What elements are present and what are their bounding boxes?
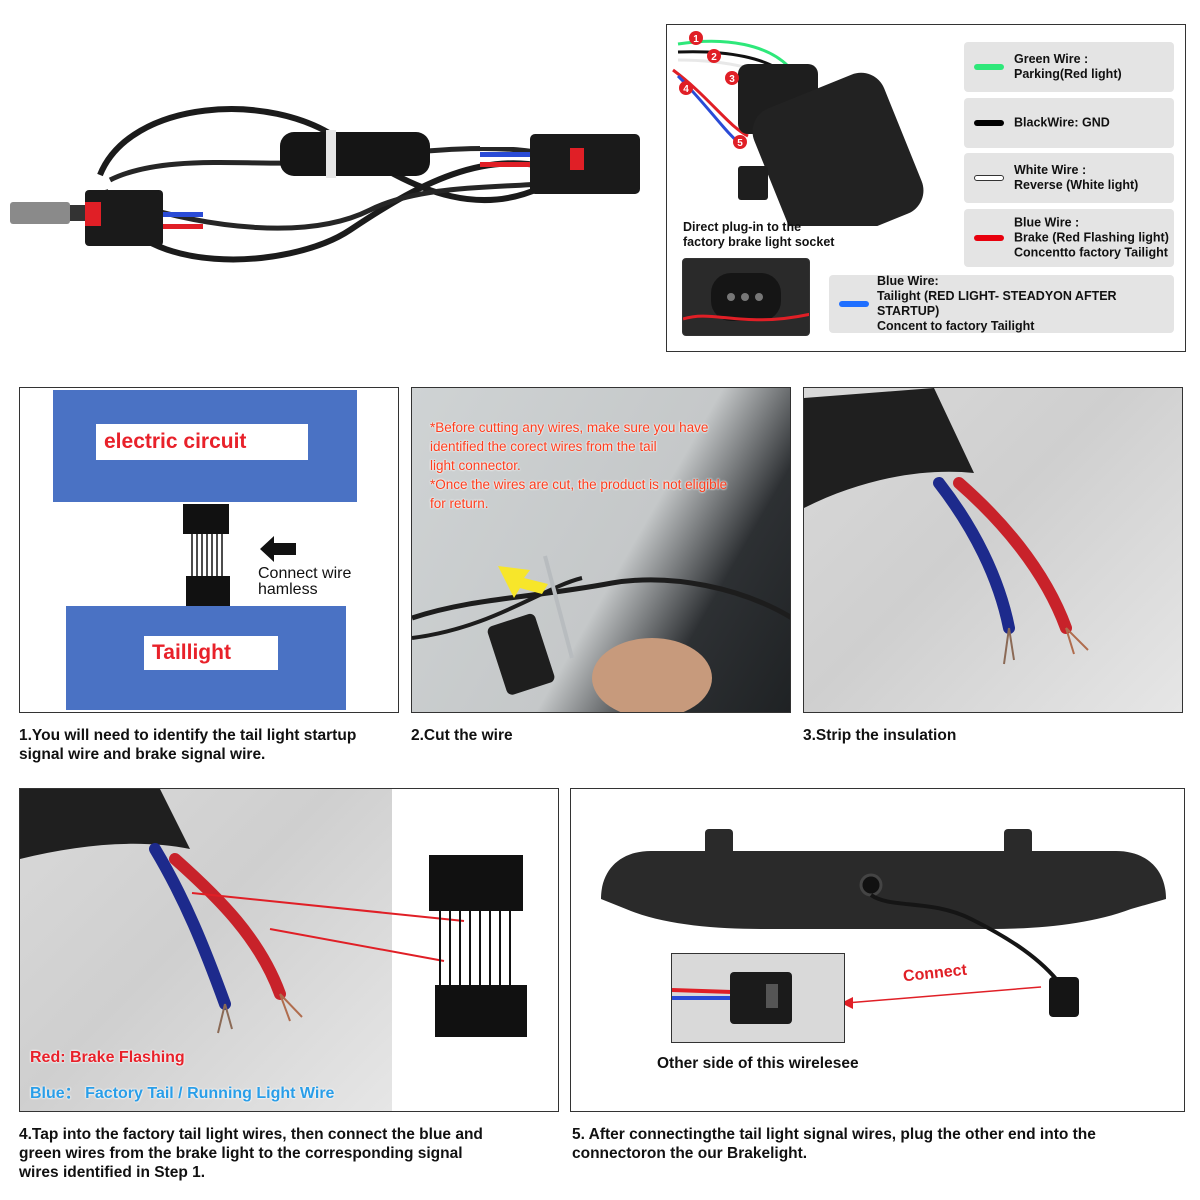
- step1-panel: electric circuit Connect wire hamless Ta…: [19, 387, 399, 713]
- step4-panel: Red: Brake Flashing Blue： Factory Tail /…: [19, 788, 559, 1112]
- step2-caption: 2.Cut the wire: [411, 727, 513, 744]
- wire-number-markers: 1 2 3 4 5: [679, 31, 747, 149]
- red-wire-swatch: [974, 235, 1004, 241]
- legend-item-blue: Blue Wire:Tailight (RED LIGHT- STEADYON …: [829, 274, 1174, 333]
- connect-wire-label: Connect wire hamless: [258, 565, 352, 598]
- other-side-photo: [671, 953, 845, 1043]
- connector-icon: [183, 504, 230, 608]
- socket-photo: [682, 258, 810, 336]
- step3-photo: [803, 387, 1183, 713]
- other-side-label: Other side of this wirelesee: [657, 1055, 859, 1072]
- wire-harness-image: [10, 106, 640, 263]
- red-wire-label: Red: Brake Flashing: [30, 1049, 185, 1066]
- circuit-label: electric circuit: [96, 424, 308, 460]
- legend-item-green: Green Wire :Parking(Red light): [964, 42, 1174, 92]
- cut-warning: *Before cutting any wires, make sure you…: [430, 420, 728, 511]
- step3-caption: 3.Strip the insulation: [803, 727, 957, 744]
- wire-number: 5: [737, 138, 743, 149]
- green-wire-swatch: [974, 64, 1004, 70]
- white-wire-swatch: [974, 175, 1004, 181]
- step5-panel: Connect Other side of this wirelesee: [570, 788, 1185, 1112]
- step2-photo: *Before cutting any wires, make sure you…: [411, 387, 791, 713]
- plugin-description: Direct plug-in to the factory brake ligh…: [683, 220, 835, 249]
- step4-photo: [20, 789, 392, 1111]
- tap-diagram: [191, 855, 527, 1037]
- connector-diagram-image: 1 2 3 4 5: [672, 31, 924, 226]
- step4-caption: 4.Tap into the factory tail light wires,…: [19, 1126, 483, 1181]
- step5-caption: 5. After connectingthe tail light signal…: [572, 1126, 1096, 1162]
- black-wire-swatch: [974, 120, 1004, 126]
- wire-number: 1: [693, 34, 699, 45]
- legend-item-red: Blue Wire :Brake (Red Flashing light)Con…: [964, 209, 1174, 267]
- wire-number: 2: [711, 52, 717, 63]
- blue-wire-label: Blue： Factory Tail / Running Light Wire: [30, 1085, 335, 1102]
- wire-number: 4: [683, 84, 689, 95]
- brake-light-image: [601, 829, 1166, 1017]
- wiring-legend-panel: [666, 24, 1186, 352]
- arrow-left-icon: [260, 536, 296, 562]
- blue-wire-swatch: [839, 301, 869, 307]
- wire-number: 3: [729, 74, 735, 85]
- taillight-label: Taillight: [144, 636, 278, 670]
- step1-caption: 1.You will need to identify the tail lig…: [19, 727, 357, 763]
- legend-item-white: White Wire :Reverse (White light): [964, 153, 1174, 203]
- legend-item-black: BlackWire: GND: [964, 98, 1174, 148]
